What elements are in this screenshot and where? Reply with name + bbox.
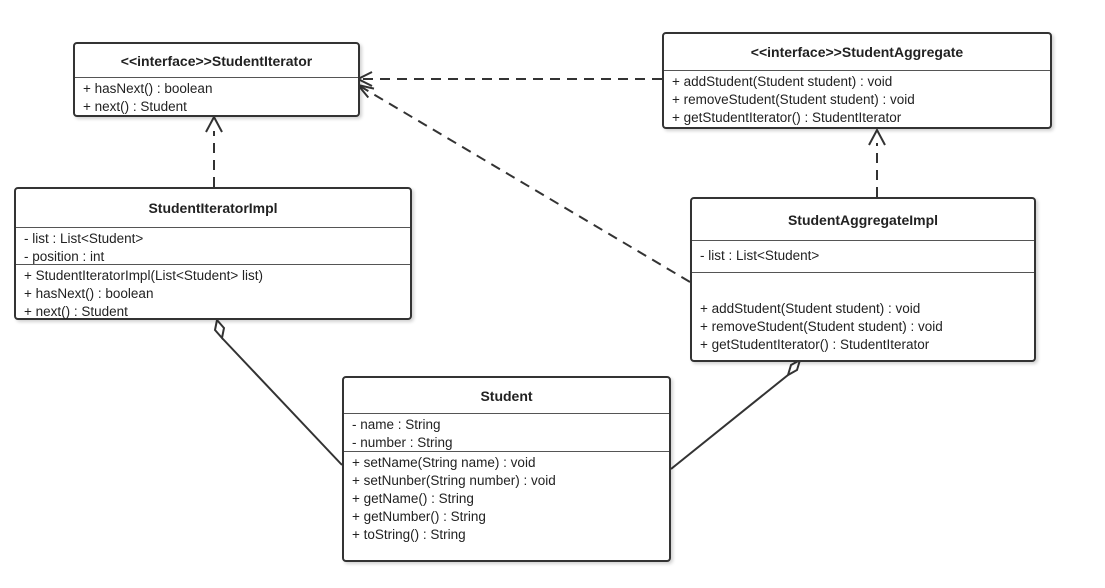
class-method: + next() : Student [24,304,128,319]
class-method: + getStudentIterator() : StudentIterator [672,110,902,125]
class-attribute: - number : String [352,435,453,450]
class-attributes: - name : String - number : String [344,414,669,452]
class-student-aggregate-impl[interactable]: StudentAggregateImpl - list : List<Stude… [690,197,1036,362]
class-title: StudentIteratorImpl [16,189,410,228]
dependency-line-aggregate-impl [357,84,691,283]
class-method: + getName() : String [352,491,474,506]
class-student[interactable]: Student - name : String - number : Strin… [342,376,671,562]
aggregation-diamond-aggregate-icon [786,357,802,378]
class-method: + StudentIteratorImpl(List<Student> list… [24,268,263,283]
class-method: + hasNext() : boolean [83,81,213,96]
class-title: <<interface>>StudentAggregate [664,34,1050,71]
class-title: StudentAggregateImpl [692,199,1034,241]
class-student-aggregate[interactable]: <<interface>>StudentAggregate + addStude… [662,32,1052,129]
realization-arrow-iterator-icon [205,114,223,133]
class-method: + removeStudent(Student student) : void [700,319,943,334]
class-method: + addStudent(Student student) : void [672,74,893,89]
class-attributes: - list : List<Student> - position : int [16,228,410,265]
class-method: + setNunber(String number) : void [352,473,556,488]
class-attribute: - list : List<Student> [700,248,820,263]
class-methods: + addStudent(Student student) : void + r… [692,273,1034,354]
class-method: + setName(String name) : void [352,455,536,470]
class-attribute: - name : String [352,417,441,432]
class-method: + getStudentIterator() : StudentIterator [700,337,930,352]
class-attribute: - position : int [24,249,105,264]
class-methods: + StudentIteratorImpl(List<Student> list… [16,265,410,321]
class-method: + getNumber() : String [352,509,486,524]
class-method: + removeStudent(Student student) : void [672,92,915,107]
aggregation-line-aggregate [670,374,789,470]
class-title: Student [344,378,669,414]
realization-arrow-aggregate-icon [868,127,886,146]
class-student-iterator-impl[interactable]: StudentIteratorImpl - list : List<Studen… [14,187,412,320]
class-attribute: - list : List<Student> [24,231,144,246]
class-method: + next() : Student [83,99,187,114]
dependency-arrow-aggregate-impl-icon [355,83,375,99]
class-attributes: - list : List<Student> [692,241,1034,273]
class-method: + addStudent(Student student) : void [700,301,921,316]
class-method: + hasNext() : boolean [24,286,154,301]
class-title: <<interface>>StudentIterator [75,44,358,78]
class-method: + toString() : String [352,527,466,542]
class-methods: + addStudent(Student student) : void + r… [664,71,1050,127]
class-student-iterator[interactable]: <<interface>>StudentIterator + hasNext()… [73,42,360,117]
class-methods: + setName(String name) : void + setNunbe… [344,452,669,544]
class-methods: + hasNext() : boolean + next() : Student [75,78,358,116]
aggregation-line-iterator [221,337,343,466]
aggregation-diamond-iterator-icon [213,317,226,341]
